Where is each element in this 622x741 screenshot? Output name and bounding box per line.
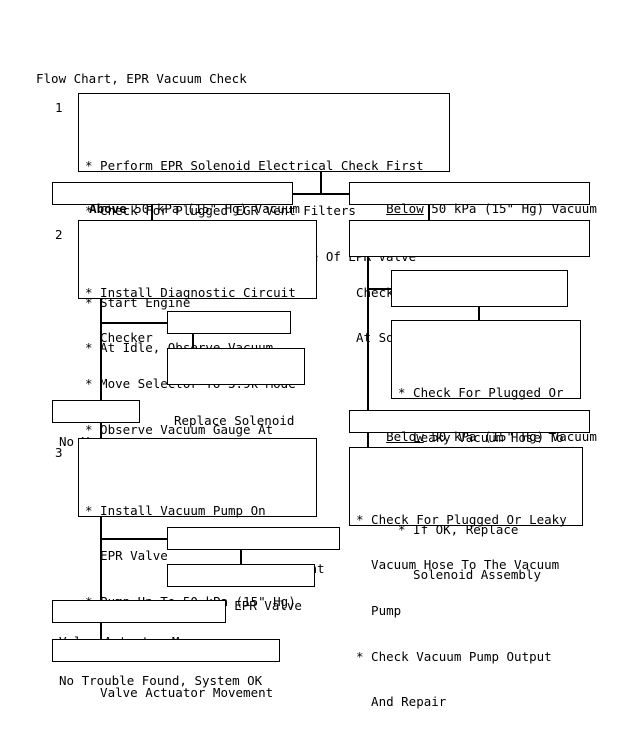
connector-to-no-actuator bbox=[100, 538, 168, 540]
box-no-vacuum: No Vacuum bbox=[52, 400, 140, 449]
box-check-hose-epr: * Check For Plugged Or Leaky Vacuum Hose… bbox=[391, 320, 581, 582]
box-check-hose-pump: * Check For Plugged Or Leaky Vacuum Hose… bbox=[349, 447, 583, 709]
connector-above-main-down bbox=[151, 205, 153, 222]
box-step-3: * Install Vacuum Pump On EPR Valve * Pum… bbox=[78, 438, 317, 700]
step-number-3: 3 bbox=[55, 445, 63, 460]
connector-step1-down bbox=[320, 172, 322, 193]
connector-below-main-down bbox=[428, 205, 430, 222]
box-check-hose-pump-lines: * Check For Plugged Or Leaky Vacuum Hose… bbox=[356, 511, 567, 710]
connector-left-spine-lower bbox=[100, 517, 102, 601]
box-below-main: Below 50 kPa (15" Hg) Vacuum bbox=[349, 182, 597, 216]
box-above-main: Above 50 kPa (15" Hg) Vacuum bbox=[52, 182, 300, 216]
connector-valve-actuator-down bbox=[100, 623, 102, 640]
box-replace-solenoid: Replace Solenoid Assembly bbox=[167, 348, 305, 473]
connector-no-vacuum-down bbox=[100, 423, 102, 440]
connector-below-branch-down bbox=[367, 433, 369, 448]
connector-split-bar bbox=[293, 193, 349, 195]
box-step-2: * Install Diagnostic Circuit Checker * M… bbox=[78, 220, 317, 482]
below-main-rest: 50 kPa (15" Hg) Vacuum bbox=[423, 201, 597, 217]
connector-no-actuator-down bbox=[240, 550, 242, 565]
above-main-rest: 50 kPa (15" Hg) Vacuum bbox=[126, 201, 300, 217]
connector-to-above-branch bbox=[367, 288, 392, 290]
connector-right-spine-upper bbox=[367, 257, 369, 419]
connector-vacuum-present-down bbox=[192, 334, 194, 349]
box-step-1: * Perform EPR Solenoid Electrical Check … bbox=[78, 93, 450, 355]
box-below-branch: Below 50 kPa (15" Hg) Vacuum bbox=[349, 410, 597, 444]
box-replace-epr-valve: Replace EPR Valve bbox=[167, 564, 315, 613]
page-title: Flow Chart, EPR Vacuum Check bbox=[36, 71, 247, 86]
connector-left-spine-upper bbox=[100, 299, 102, 409]
box-vacuum-present: Vacuum Present bbox=[167, 311, 291, 360]
step-number-1: 1 bbox=[55, 100, 63, 115]
box-no-trouble-found: No Trouble Found, System OK bbox=[52, 639, 280, 688]
below-main-emphasis: Below bbox=[386, 201, 424, 217]
above-main-emphasis: Above bbox=[89, 201, 127, 217]
connector-above-branch-down bbox=[478, 307, 480, 321]
below-branch-rest: 50 kPa (15" Hg) Vacuum bbox=[423, 429, 597, 445]
box-no-actuator-movement: No Actuator Movement bbox=[167, 527, 340, 576]
box-check-manifold: Check Manifold Vacuum Source At Solenoid… bbox=[349, 220, 590, 345]
connector-to-vacuum-present bbox=[100, 322, 168, 324]
below-branch-emphasis: Below bbox=[386, 429, 424, 445]
step-number-2: 2 bbox=[55, 227, 63, 242]
box-above-branch: Above 50 kPa (15" Hg) Vacuum bbox=[391, 270, 568, 395]
box-valve-actuator-moves: Valve Actuator Moves bbox=[52, 600, 226, 649]
